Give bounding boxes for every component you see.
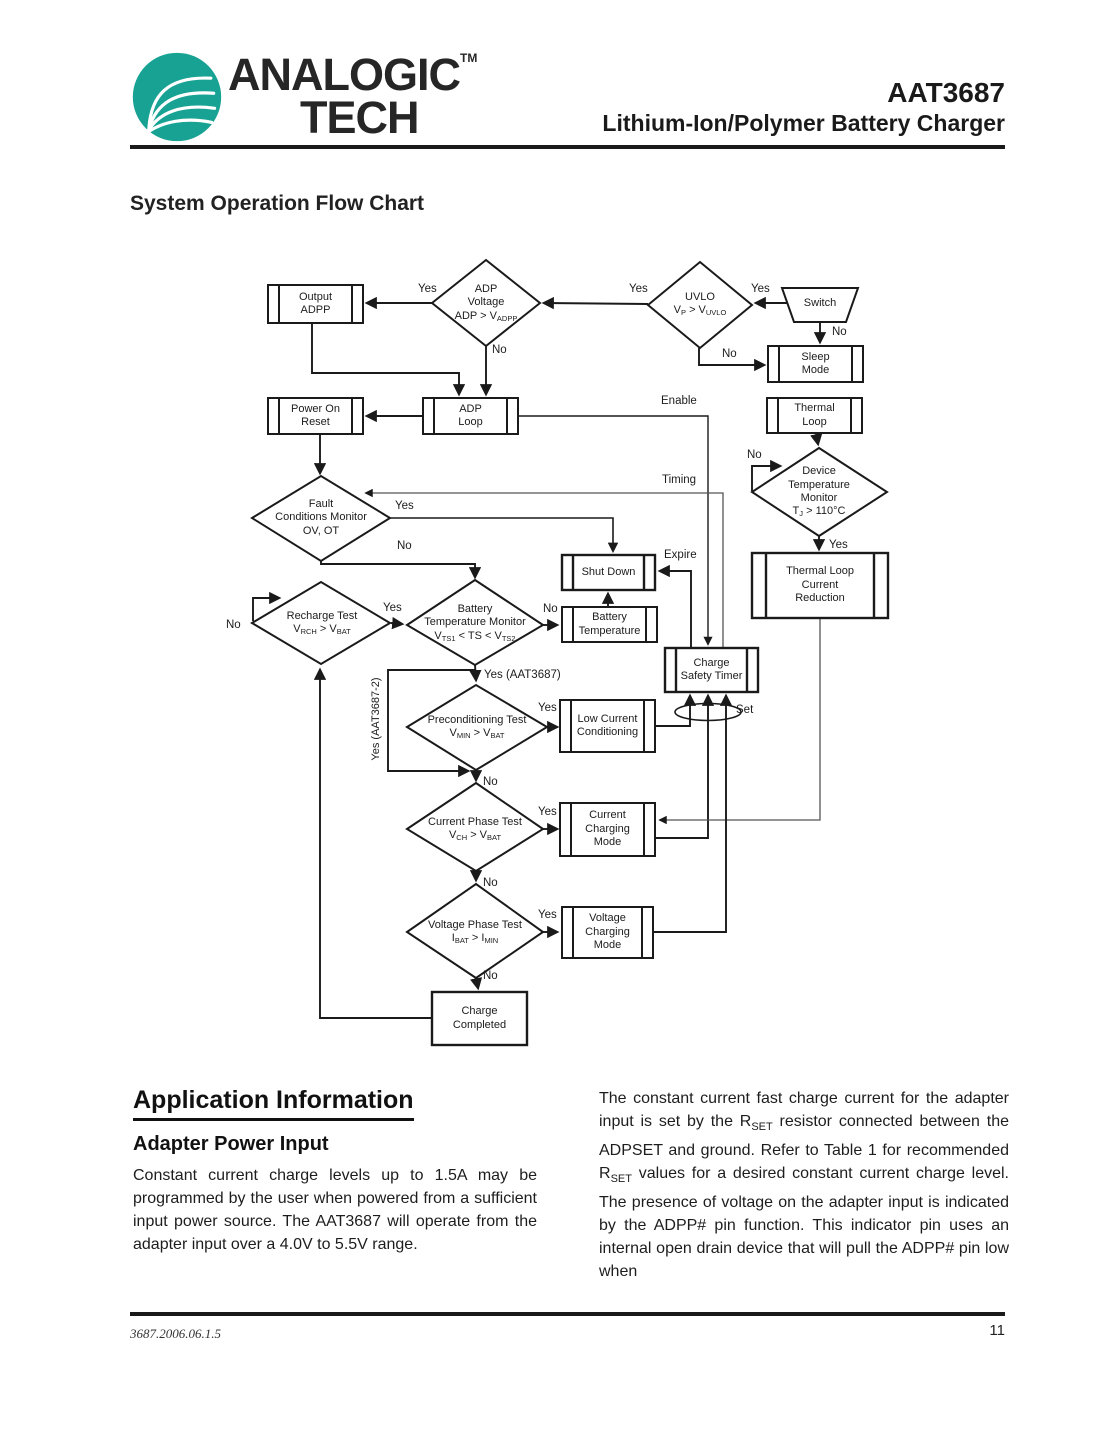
application-paragraph-right: The constant current fast charge current… <box>599 1087 1009 1283</box>
adapter-power-input-heading: Adapter Power Input <box>133 1133 329 1155</box>
edge-label-no-switch: No <box>832 326 847 338</box>
analogictech-logo-icon <box>132 52 222 142</box>
node-shape-voltage-phase-test <box>405 882 545 980</box>
edge-label-set: Set <box>736 704 754 716</box>
edge-label-yes-voltage-phase: Yes <box>538 909 557 921</box>
node-thermal-loop-current-reduction: Thermal Loop Current Reduction <box>786 565 854 605</box>
trademark-symbol: TM <box>460 51 478 65</box>
node-shape-adp-voltage <box>430 258 542 348</box>
rset-subscript-1: SET <box>751 1121 773 1134</box>
edge-label-no-device-temp: No <box>747 449 762 461</box>
node-shape-low-current-conditioning <box>559 699 656 753</box>
page-number: 11 <box>989 1322 1005 1339</box>
application-paragraph-left: Constant current charge levels up to 1.5… <box>133 1167 537 1253</box>
edge-label-no-current-phase: No <box>483 877 498 889</box>
node-shape-shut-down <box>560 553 657 592</box>
node-shape-recharge-test <box>250 580 392 666</box>
node-preconditioning-test: Preconditioning Test VMIN > VBAT <box>427 713 527 740</box>
node-shape-battery-temperature-monitor <box>405 578 545 667</box>
edge-label-no-uvlo: No <box>722 348 737 360</box>
node-shape-charge-completed <box>430 990 529 1047</box>
edge-label-yes-switch-to-uvlo: Yes <box>751 283 770 295</box>
edge-label-yes-device-temp: Yes <box>829 539 848 551</box>
node-shape-thermal-loop <box>766 397 863 434</box>
edge-label-no-fault: No <box>397 540 412 552</box>
product-header: AAT3687 Lithium-Ion/Polymer Battery Char… <box>602 77 1005 138</box>
node-shape-power-on-reset <box>267 397 364 435</box>
node-shape-charge-safety-timer <box>663 646 760 694</box>
edge-label-yes-precondition: Yes <box>538 702 557 714</box>
node-shape-preconditioning-test <box>405 683 549 772</box>
header-rule <box>130 145 1005 149</box>
application-information-heading: Application Information <box>133 1086 414 1121</box>
node-battery-temperature-monitor: Battery Temperature Monitor VTS1 < TS < … <box>424 602 526 643</box>
edge-label-no-voltage-phase: No <box>483 970 498 982</box>
node-shape-current-phase-test <box>405 781 545 873</box>
node-device-temperature-monitor: Device Temperature Monitor TJ > 110°C <box>788 465 850 519</box>
node-shape-switch <box>780 287 860 323</box>
rset-subscript-2: SET <box>610 1173 632 1186</box>
edge-label-no-adp-voltage: No <box>492 344 507 356</box>
edge-label-yes-adp-to-output: Yes <box>418 283 437 295</box>
edge-label-yes-recharge: Yes <box>383 602 402 614</box>
para-right-part2: resistor connected between the ADPSET an… <box>599 1113 1010 1183</box>
node-shape-adp-loop <box>422 397 519 435</box>
flow-connectors <box>252 296 827 1019</box>
node-shape-fault-conditions-monitor <box>250 474 392 563</box>
node-shape-battery-temperature <box>561 606 658 643</box>
node-current-phase-test: Current Phase Test VCH > VBAT <box>428 815 522 842</box>
para-right-part3: values for a desired constant current ch… <box>599 1165 1009 1281</box>
node-shape-voltage-charging-mode <box>561 906 654 959</box>
node-recharge-test: Recharge Test VRCH > VBAT <box>286 609 358 636</box>
footer-rule <box>130 1312 1005 1316</box>
edge-label-yes-aat3687-2: Yes (AAT3687-2) <box>370 677 382 761</box>
document-code: 3687.2006.06.1.5 <box>130 1326 221 1341</box>
node-shape-current-charging-mode <box>559 802 656 857</box>
node-uvlo: UVLO VP > VUVLO <box>673 290 727 317</box>
node-switch: Switch <box>803 297 837 310</box>
edge-label-yes-current-phase: Yes <box>538 806 557 818</box>
brand-wordmark: ANALOGICTM TECH <box>228 52 477 140</box>
node-shape-uvlo <box>646 260 754 350</box>
set-group-ellipse <box>674 702 742 722</box>
edge-label-enable: Enable <box>661 395 697 407</box>
flowchart-title: System Operation Flow Chart <box>130 192 425 215</box>
brand-bottom: TECH <box>300 92 420 143</box>
edge-label-no-battery-temp-monitor: No <box>543 603 558 615</box>
node-voltage-phase-test: Voltage Phase Test IBAT > IMIN <box>428 918 522 945</box>
brand-top: ANALOGIC <box>228 49 461 100</box>
flow-decision-diamonds <box>250 258 889 980</box>
node-shut-down: Shut Down <box>581 565 636 578</box>
product-number: AAT3687 <box>887 77 1005 108</box>
edge-label-timing: Timing <box>662 474 697 486</box>
edge-label-yes-aat3687: Yes (AAT3687) <box>484 669 561 681</box>
node-fault-conditions-monitor: Fault Conditions Monitor OV, OT <box>275 497 367 537</box>
edge-label-expire: Expire <box>664 549 697 561</box>
edge-label-no-recharge: No <box>226 619 241 631</box>
product-subtitle: Lithium-Ion/Polymer Battery Charger <box>602 109 1005 136</box>
edge-label-yes-uvlo-to-adp: Yes <box>629 283 648 295</box>
node-shape-sleep-mode <box>767 345 864 383</box>
edge-label-no-precondition: No <box>483 776 498 788</box>
node-shape-device-temperature-monitor <box>750 446 889 538</box>
node-shape-output-adpp <box>267 284 364 324</box>
node-shape-thermal-loop-current-reduction <box>750 551 890 620</box>
flow-process-boxes <box>267 284 890 1047</box>
edge-label-yes-fault: Yes <box>395 500 414 512</box>
para-right-part1: The constant current fast charge current… <box>599 1090 1009 1130</box>
